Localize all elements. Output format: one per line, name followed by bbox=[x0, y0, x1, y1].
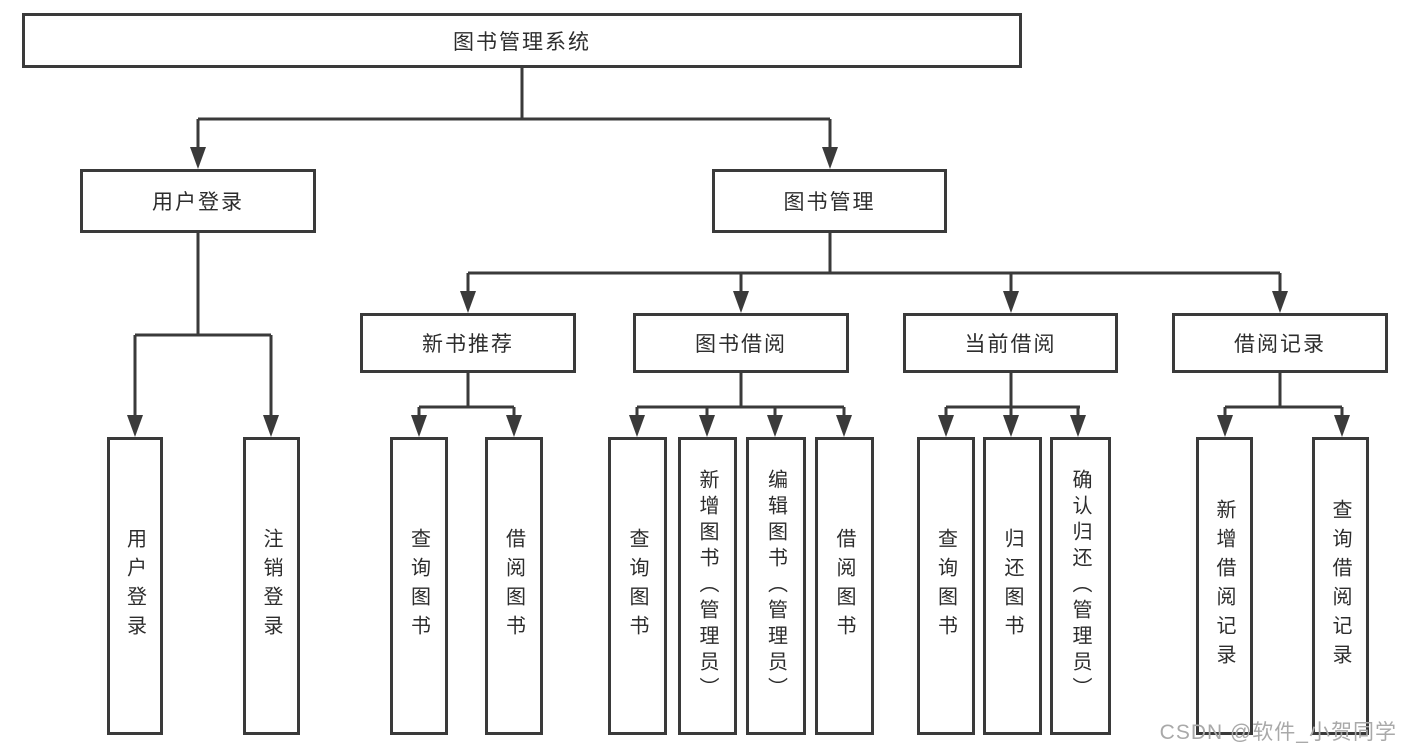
leaf-return-book-label: 归还图书 bbox=[1001, 528, 1023, 644]
leaf-add-book-admin-label: 新增图书（管理员） bbox=[696, 469, 718, 703]
leaf-add-borrow-record-label: 新增借阅记录 bbox=[1213, 499, 1235, 673]
leaf-return-book: 归还图书 bbox=[983, 437, 1042, 735]
leaf-borrow-books-recommend: 借阅图书 bbox=[485, 437, 543, 735]
node-borrow-records: 借阅记录 bbox=[1172, 313, 1388, 373]
csdn-watermark: CSDN @软件_小贺同学 bbox=[1159, 721, 1397, 744]
node-user-login-label: 用户登录 bbox=[152, 191, 244, 214]
leaf-borrow-books-recommend-label: 借阅图书 bbox=[502, 528, 525, 644]
leaf-add-book-admin: 新增图书（管理员） bbox=[678, 437, 737, 735]
leaf-logout-label: 注销登录 bbox=[260, 528, 282, 644]
leaf-query-books-recommend: 查询图书 bbox=[390, 437, 448, 735]
node-book-management-label: 图书管理 bbox=[783, 191, 876, 214]
node-current-borrow: 当前借阅 bbox=[903, 313, 1118, 373]
node-borrow-records-label: 借阅记录 bbox=[1234, 333, 1326, 356]
leaf-edit-book-admin-label: 编辑图书（管理员） bbox=[764, 469, 787, 703]
leaf-query-books-borrow-label: 查询图书 bbox=[626, 528, 648, 644]
leaf-user-login: 用户登录 bbox=[107, 437, 163, 735]
leaf-query-books-current-label: 查询图书 bbox=[934, 528, 957, 644]
leaf-logout: 注销登录 bbox=[243, 437, 300, 735]
node-book-management: 图书管理 bbox=[712, 169, 947, 233]
root-node-label: 图书管理系统 bbox=[453, 30, 591, 54]
leaf-query-books-borrow: 查询图书 bbox=[608, 437, 667, 735]
leaf-confirm-return-admin-label: 确认归还（管理员） bbox=[1069, 469, 1091, 703]
leaf-borrow-books-borrow-label: 借阅图书 bbox=[833, 528, 855, 644]
node-book-borrow: 图书借阅 bbox=[633, 313, 849, 373]
leaf-query-borrow-record-label: 查询借阅记录 bbox=[1329, 499, 1351, 673]
leaf-query-books-recommend-label: 查询图书 bbox=[407, 528, 430, 644]
leaf-user-login-label: 用户登录 bbox=[123, 528, 146, 644]
leaf-confirm-return-admin: 确认归还（管理员） bbox=[1050, 437, 1111, 735]
leaf-query-borrow-record: 查询借阅记录 bbox=[1312, 437, 1369, 735]
leaf-edit-book-admin: 编辑图书（管理员） bbox=[746, 437, 806, 735]
leaf-borrow-books-borrow: 借阅图书 bbox=[815, 437, 874, 735]
node-current-borrow-label: 当前借阅 bbox=[964, 333, 1057, 356]
root-node-library-system: 图书管理系统 bbox=[22, 13, 1022, 68]
node-new-book-recommend: 新书推荐 bbox=[360, 313, 576, 373]
node-book-borrow-label: 图书借阅 bbox=[695, 333, 787, 356]
leaf-add-borrow-record: 新增借阅记录 bbox=[1196, 437, 1253, 735]
node-new-book-recommend-label: 新书推荐 bbox=[422, 333, 514, 356]
node-user-login: 用户登录 bbox=[80, 169, 316, 233]
leaf-query-books-current: 查询图书 bbox=[917, 437, 975, 735]
